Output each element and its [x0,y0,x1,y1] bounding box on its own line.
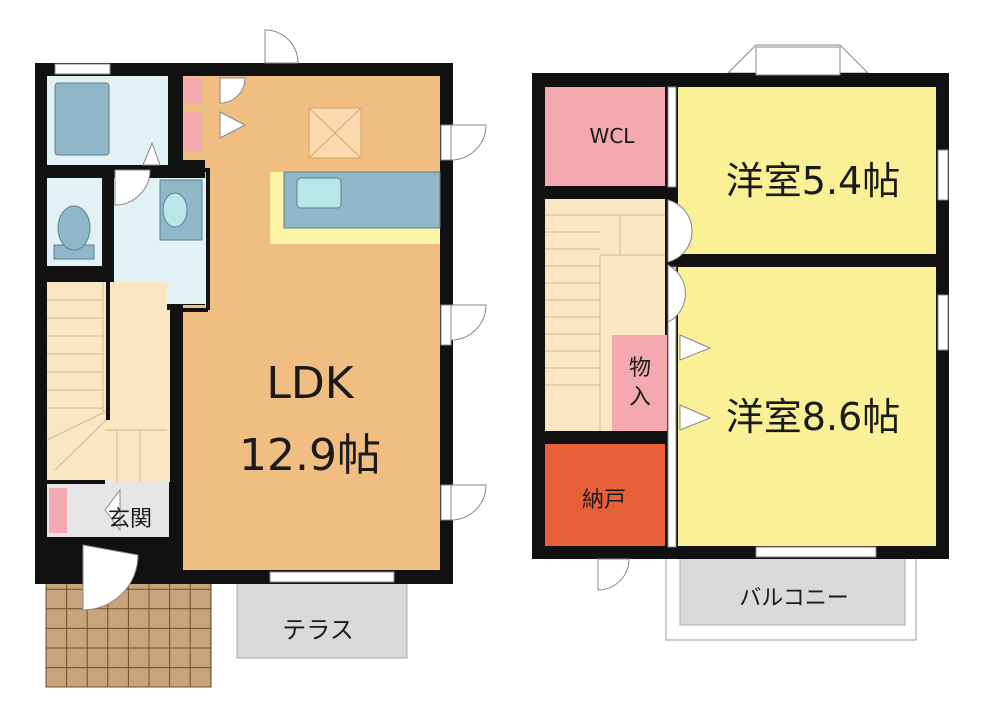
floor-2-doors [597,199,712,591]
balcony-floor [679,554,906,626]
storage-label-1: 物 [629,356,651,381]
terrace-label: テラス [282,616,354,644]
wash-bowl [162,192,188,228]
storage-label-2: 入 [629,385,651,410]
floor-1-windows [54,63,452,583]
stairs-treads-floor-1 [46,282,167,482]
floor-1-doors [82,29,487,611]
ldk-size-label: 12.9帖 [239,430,381,481]
stairs-treads-floor-2 [545,214,665,431]
closet-room [545,444,665,546]
entrance-label: 玄関 [108,507,152,532]
kitchen-sink [296,177,342,209]
stairs-hall [105,310,170,482]
terrace-area [236,582,408,659]
wcl-label: WCL [590,124,636,148]
floor-1: LDK 12.9帖 玄関 テラス [35,29,487,688]
bathtub [54,82,110,156]
balcony-label: バルコニー [739,586,849,611]
storage-closet [612,335,667,431]
bedroom-5-4-label: 洋室5.4帖 [726,159,900,203]
bedroom-8-6-label: 洋室8.6帖 [726,395,900,439]
shoe-cabinet [49,488,67,533]
toilet-bowl [57,205,91,251]
storage-small-2 [184,112,202,152]
walk-in-closet [545,87,665,186]
ventilation-fan [308,107,362,159]
floor-2-windows [667,46,949,558]
floor-1-partitions [40,168,210,575]
ldk-label: LDK [266,358,354,409]
bedroom-8-6 [678,267,936,546]
closet-label: 納戸 [582,488,626,513]
bedroom-5-4 [678,87,936,254]
storage-small-1 [184,78,202,104]
floor-2: WCL 洋室5.4帖 洋室8.6帖 物 入 納戸 バルコニー [532,44,949,641]
